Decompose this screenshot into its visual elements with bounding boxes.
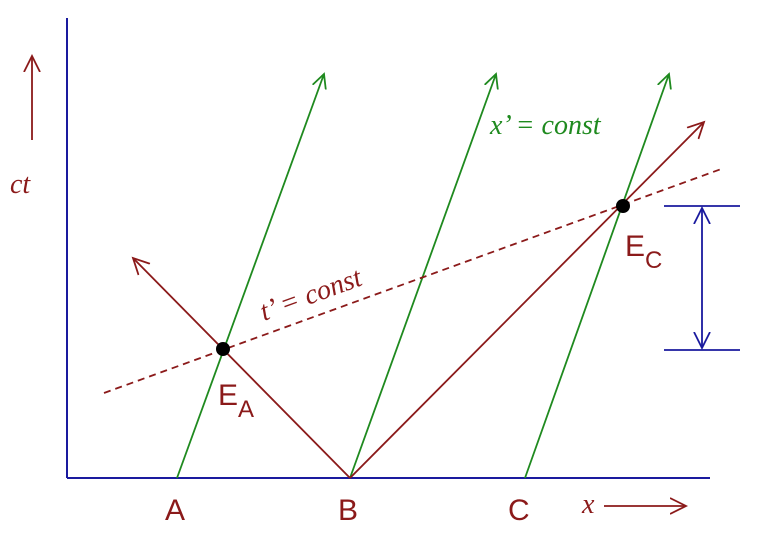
label-EC-sub: C <box>645 247 662 274</box>
event-EC-dot <box>616 199 630 213</box>
xprime-const-label: x’ = const <box>489 110 602 141</box>
event-EA-dot <box>216 342 230 356</box>
label-EA-base: E <box>218 379 238 412</box>
worldline-C <box>524 74 669 479</box>
ct-axis-label: ct <box>10 169 31 200</box>
label-EA: EA <box>218 379 254 423</box>
label-B: B <box>338 494 358 527</box>
label-A: A <box>165 494 185 527</box>
simultaneity-line <box>103 167 725 394</box>
label-EC-base: E <box>625 230 645 263</box>
worldline-A <box>176 74 324 479</box>
worldline-B <box>349 74 496 479</box>
light-ray-left <box>133 258 351 479</box>
x-axis-label: x <box>581 489 595 520</box>
light-ray-right <box>349 122 704 479</box>
label-EC: EC <box>625 230 662 274</box>
label-EA-sub: A <box>238 396 254 423</box>
label-C: C <box>508 494 530 527</box>
